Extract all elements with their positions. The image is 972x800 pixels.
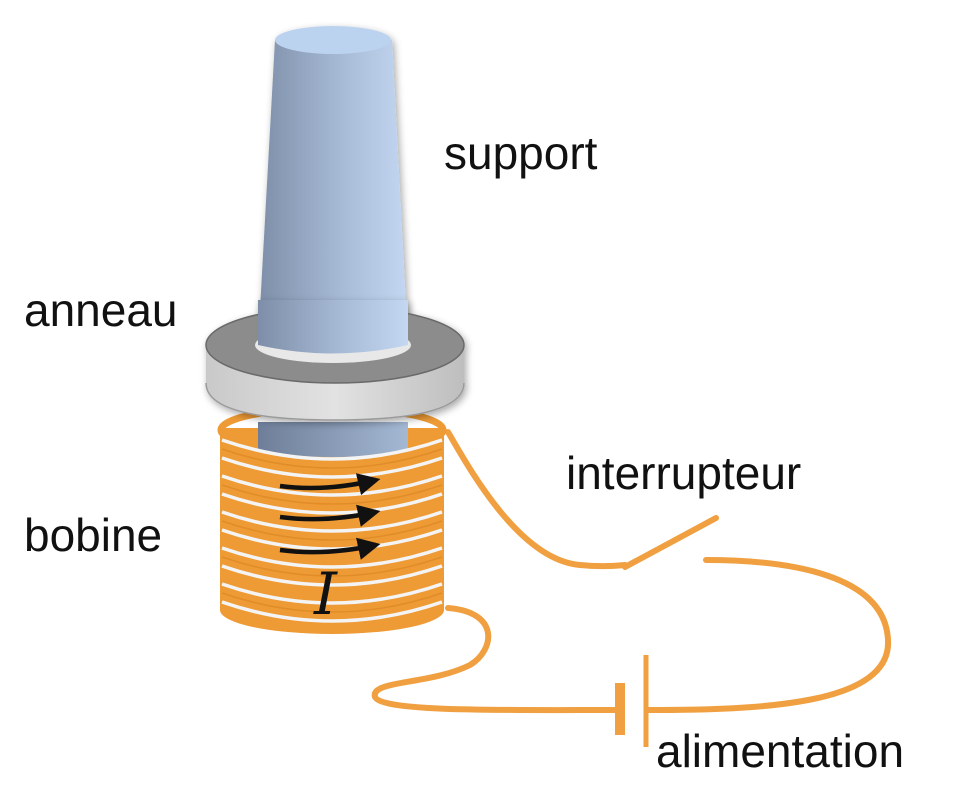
current-arrow-icon (279, 473, 381, 560)
label-interrupteur: interrupteur (566, 447, 802, 499)
battery-icon (615, 655, 649, 747)
support-rod-icon (258, 26, 408, 345)
current-arrow-3 (279, 537, 381, 560)
wire-circuit (371, 429, 892, 714)
current-label: I (313, 560, 338, 628)
current-arrow-2 (279, 504, 381, 527)
wire-coil-to-battery (371, 605, 619, 714)
wire-switch-to-battery (645, 557, 892, 713)
label-support: support (444, 127, 598, 179)
label-alimentation: alimentation (656, 725, 905, 777)
ring-icon (205, 300, 465, 421)
label-anneau: anneau (24, 284, 178, 336)
wire-to-switch (445, 429, 628, 570)
label-bobine: bobine (24, 509, 163, 561)
switch-icon (622, 515, 719, 570)
current-arrow-1 (279, 473, 381, 496)
